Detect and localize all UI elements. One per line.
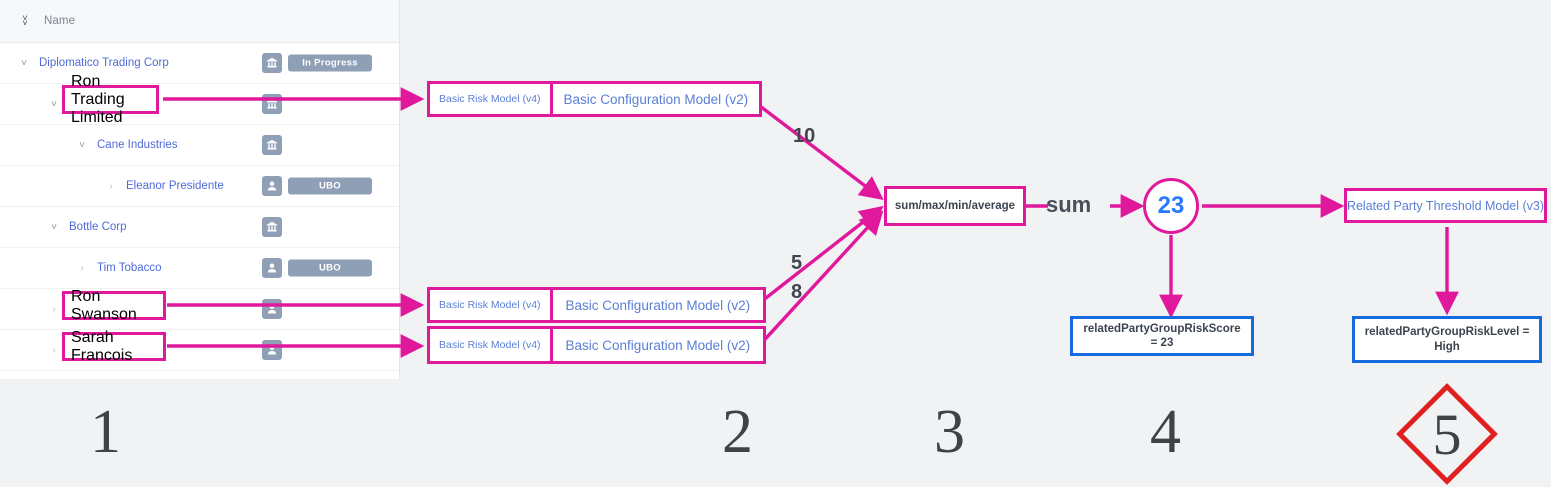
tree-row-label: Eleanor Presidente bbox=[126, 180, 224, 192]
aggregation-function-box[interactable]: sum/max/min/average bbox=[884, 186, 1026, 226]
highlight-ron-swanson[interactable]: Ron Swanson bbox=[62, 288, 166, 323]
model-pair-row-2: Basic Risk Model (v4) Basic Configuratio… bbox=[427, 287, 767, 323]
tree-row-label: Bottle Corp bbox=[69, 221, 127, 233]
bank-icon bbox=[262, 94, 282, 114]
tree-header-label: Name bbox=[44, 15, 76, 27]
tree-row-label: Sarah Francois bbox=[71, 328, 133, 364]
status-badge[interactable]: UBO bbox=[288, 259, 372, 277]
aggregated-score-node[interactable]: 23 bbox=[1143, 178, 1199, 234]
edge-weight-label: 8 bbox=[791, 281, 803, 303]
basic-configuration-model-box[interactable]: Basic Configuration Model (v2) bbox=[549, 326, 767, 364]
chevron-down-icon[interactable]: ˅ bbox=[21, 57, 27, 69]
tree-row[interactable]: › Sarah Francois bbox=[0, 330, 399, 371]
edge-weight-label: 10 bbox=[793, 125, 816, 147]
collapse-all-icon[interactable]: ˅˅ bbox=[22, 13, 28, 28]
tree-row[interactable]: ˅ Bottle Corp bbox=[0, 207, 399, 248]
chevron-right-icon[interactable]: › bbox=[52, 344, 56, 356]
tree-row[interactable]: ˅ Ron Trading Limited bbox=[0, 84, 399, 125]
entity-tree-panel: ˅˅ Name ˅ Diplomatico Trading Corp In Pr… bbox=[0, 0, 400, 379]
tree-row[interactable]: ˅ Diplomatico Trading Corp In Progress bbox=[0, 43, 399, 84]
step-number-2: 2 bbox=[722, 398, 753, 466]
step-number-5-diamond: 5 bbox=[1395, 382, 1499, 486]
chevron-down-icon[interactable]: ˅ bbox=[79, 139, 85, 151]
tree-row[interactable]: › Ron Swanson bbox=[0, 289, 399, 330]
status-badge[interactable]: UBO bbox=[288, 177, 372, 195]
related-party-threshold-model-box[interactable]: Related Party Threshold Model (v3) bbox=[1344, 188, 1547, 223]
basic-risk-model-box[interactable]: Basic Risk Model (v4) bbox=[427, 81, 553, 117]
step-number-5: 5 bbox=[1432, 401, 1462, 467]
model-pair-row-1: Basic Risk Model (v4) Basic Configuratio… bbox=[427, 81, 763, 117]
chevron-down-icon[interactable]: ˅ bbox=[51, 221, 57, 233]
basic-configuration-model-box[interactable]: Basic Configuration Model (v2) bbox=[549, 81, 763, 117]
model-pair-row-3: Basic Risk Model (v4) Basic Configuratio… bbox=[427, 326, 767, 364]
wire-models3-to-aggregator bbox=[755, 210, 884, 350]
step-number-3: 3 bbox=[934, 398, 965, 466]
bank-icon bbox=[262, 53, 282, 73]
selected-operation-label: sum bbox=[1046, 192, 1092, 217]
bank-icon bbox=[262, 217, 282, 237]
outcome-box-risk-level: relatedPartyGroupRiskLevel = High bbox=[1352, 316, 1542, 363]
tree-row-label: Diplomatico Trading Corp bbox=[39, 57, 169, 69]
person-icon bbox=[262, 299, 282, 319]
tree-row[interactable]: › Eleanor Presidente UBO bbox=[0, 166, 399, 207]
person-icon bbox=[262, 258, 282, 278]
outcome-box-risk-score: relatedPartyGroupRiskScore = 23 bbox=[1070, 316, 1254, 356]
tree-row-label: Tim Tobacco bbox=[97, 262, 162, 274]
edge-weight-label: 5 bbox=[791, 252, 803, 274]
chevron-right-icon[interactable]: › bbox=[52, 303, 56, 315]
step-number-4: 4 bbox=[1150, 398, 1181, 466]
tree-row-label: Cane Industries bbox=[97, 139, 178, 151]
bank-icon bbox=[262, 135, 282, 155]
basic-risk-model-box[interactable]: Basic Risk Model (v4) bbox=[427, 326, 553, 364]
step-number-1: 1 bbox=[90, 398, 121, 466]
wire-models1-to-aggregator bbox=[750, 98, 884, 201]
status-badge[interactable]: In Progress bbox=[288, 54, 372, 72]
highlight-ron-trading-limited[interactable]: Ron Trading Limited bbox=[62, 73, 159, 126]
tree-header: ˅˅ Name bbox=[0, 0, 399, 43]
wire-models2-to-aggregator bbox=[755, 205, 884, 307]
person-icon bbox=[262, 340, 282, 360]
chevron-right-icon[interactable]: › bbox=[80, 262, 84, 274]
tree-row-label: Ron Swanson bbox=[71, 287, 137, 323]
basic-risk-model-box[interactable]: Basic Risk Model (v4) bbox=[427, 287, 553, 323]
tree-row-label: Ron Trading Limited bbox=[71, 72, 125, 126]
highlight-sarah-francois[interactable]: Sarah Francois bbox=[62, 329, 166, 364]
tree-row[interactable]: › Tim Tobacco UBO bbox=[0, 248, 399, 289]
chevron-right-icon[interactable]: › bbox=[109, 180, 113, 192]
tree-row[interactable]: ˅ Cane Industries bbox=[0, 125, 399, 166]
person-icon bbox=[262, 176, 282, 196]
chevron-down-icon[interactable]: ˅ bbox=[51, 98, 57, 110]
basic-configuration-model-box[interactable]: Basic Configuration Model (v2) bbox=[549, 287, 767, 323]
